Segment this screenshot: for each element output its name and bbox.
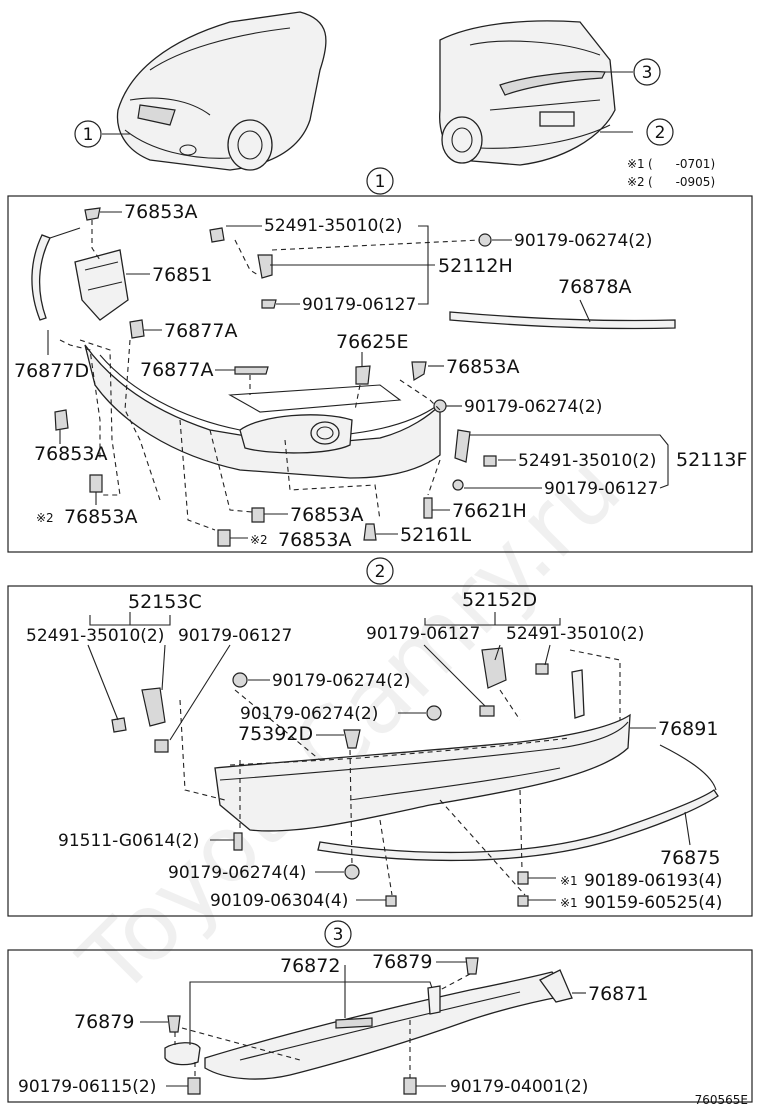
label-52491-35010-a: 52491-35010(2) xyxy=(264,216,402,236)
front-car-illustration xyxy=(116,11,327,171)
label-90179-06127-r: 90179-06127 xyxy=(366,624,480,644)
label-90159-60525: 90159-60525(4) xyxy=(584,893,722,913)
callout-2-header xyxy=(646,118,674,146)
section-3-fasteners xyxy=(167,957,479,1095)
label-76872: 76872 xyxy=(280,955,340,977)
label-90179-04001: 90179-04001(2) xyxy=(450,1077,588,1097)
label-52112H: 52112H xyxy=(438,255,513,277)
callout-3-section-text: 3 xyxy=(333,925,344,945)
callout-1-section-text: 1 xyxy=(375,172,386,192)
callout-3-header-text: 3 xyxy=(642,63,653,83)
figure-id: 760565E xyxy=(695,1093,748,1107)
rear-bumper-drawing xyxy=(214,669,719,862)
label-76853A-r: 76853A xyxy=(446,356,519,378)
callout-2-section xyxy=(366,557,394,585)
label-76879-a: 76879 xyxy=(372,951,432,973)
label-76877D: 76877D xyxy=(14,360,89,382)
label-76891: 76891 xyxy=(658,718,718,740)
section-2-leaders xyxy=(87,612,691,901)
label-90179-06127-l: 90179-06127 xyxy=(178,626,292,646)
label-76875: 76875 xyxy=(660,847,720,869)
section-2-labels: 52153C 52152D 52491-35010(2) 90179-06127… xyxy=(26,589,722,913)
label-90159-mark: ※1 xyxy=(560,896,578,910)
label-90189-mark: ※1 xyxy=(560,874,578,888)
rear-car-illustration xyxy=(439,20,616,166)
label-52491-35010-b: 52491-35010(2) xyxy=(518,451,656,471)
label-76871: 76871 xyxy=(588,983,648,1005)
label-90179-06127-a: 90179-06127 xyxy=(302,295,416,315)
callout-3-header xyxy=(633,58,661,86)
label-90179-06274-b: 90179-06274(2) xyxy=(240,704,378,724)
label-90179-06274-a: 90179-06274(2) xyxy=(272,671,410,691)
label-90109-06304: 90109-06304(4) xyxy=(210,891,348,911)
section-2-fasteners xyxy=(111,647,549,907)
section-2-dashes xyxy=(179,649,621,896)
label-90179-06274-c: 90179-06274(4) xyxy=(168,863,306,883)
label-76851: 76851 xyxy=(152,264,212,286)
label-76879-b: 76879 xyxy=(74,1011,134,1033)
label-52113F: 52113F xyxy=(676,449,747,471)
callout-2-section-text: 2 xyxy=(375,562,386,582)
front-bumper-drawing xyxy=(31,227,676,479)
section-1-frame xyxy=(7,195,753,553)
section-3-frame xyxy=(7,949,753,1103)
label-76877A-a: 76877A xyxy=(164,320,237,342)
callout-1-header-text: 1 xyxy=(83,125,94,145)
label-76853A-bl: 76853A xyxy=(64,506,137,528)
section-3-leaders xyxy=(140,961,586,1087)
callout-3-section xyxy=(324,920,352,948)
label-76853A-b2: 76853A xyxy=(278,529,351,551)
label-52491-35010-r: 52491-35010(2) xyxy=(506,624,644,644)
label-76853A-bl-mark: ※2 xyxy=(36,511,54,525)
section-1-leaders xyxy=(47,211,669,539)
label-76853A-b: 76853A xyxy=(290,504,363,526)
label-90179-06127-b: 90179-06127 xyxy=(544,479,658,499)
label-75392D: 75392D xyxy=(238,723,313,745)
label-76878A: 76878A xyxy=(558,276,631,298)
note-2-mark: ※2 xyxy=(627,175,645,189)
note-2-text: ( -0905) xyxy=(648,175,715,189)
label-90179-06115: 90179-06115(2) xyxy=(18,1077,156,1097)
section-3-dashes xyxy=(174,973,471,1078)
label-76625E: 76625E xyxy=(336,331,408,353)
section-3-labels: 76872 76879 76871 76879 90179-06115(2) 9… xyxy=(18,951,648,1097)
section-1-dashes xyxy=(59,220,481,531)
label-52161L: 52161L xyxy=(400,524,471,546)
label-52491-35010-l: 52491-35010(2) xyxy=(26,626,164,646)
rear-spoiler-drawing xyxy=(164,969,573,1080)
callout-1-section xyxy=(366,167,394,195)
label-76853A-b2-mark: ※2 xyxy=(250,533,268,547)
callout-1-header xyxy=(74,120,102,148)
label-76621H: 76621H xyxy=(452,500,527,522)
callout-2-header-text: 2 xyxy=(655,123,666,143)
note-1-text: ( -0701) xyxy=(648,157,715,171)
section-2-frame xyxy=(7,585,753,917)
label-76853A-l: 76853A xyxy=(34,443,107,465)
note-1-mark: ※1 xyxy=(627,157,645,171)
label-91511-G0614: 91511-G0614(2) xyxy=(58,831,199,851)
label-76877A-b: 76877A xyxy=(140,359,213,381)
label-52153C: 52153C xyxy=(128,591,202,613)
label-52152D: 52152D xyxy=(462,589,537,611)
label-90189-06193: 90189-06193(4) xyxy=(584,871,722,891)
label-90179-06274-b: 90179-06274(2) xyxy=(464,397,602,417)
section-1-fasteners xyxy=(54,207,497,547)
label-90179-06274-a: 90179-06274(2) xyxy=(514,231,652,251)
section-1-labels: 76853A 52491-35010(2) 90179-06274(2) 768… xyxy=(14,201,747,551)
label-76853A-top: 76853A xyxy=(124,201,197,223)
